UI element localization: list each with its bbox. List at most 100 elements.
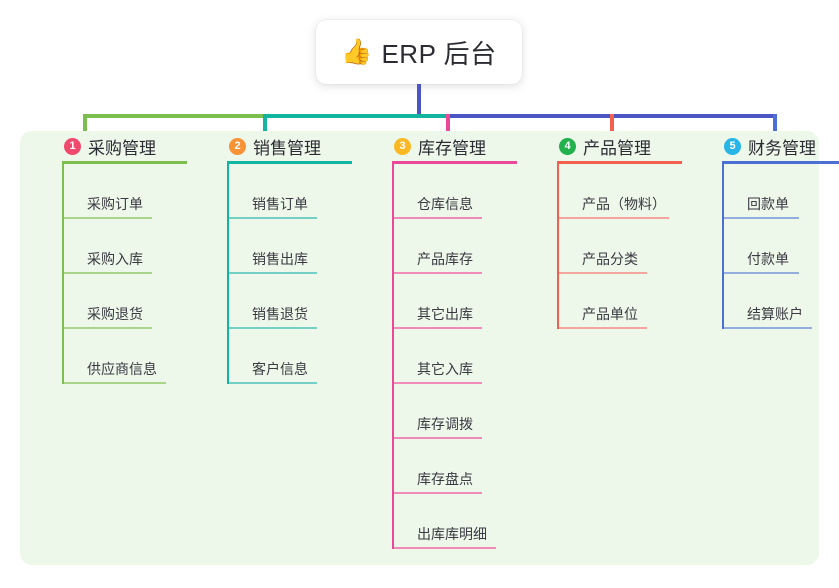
branch-item-label: 回款单 bbox=[747, 196, 789, 212]
thumbs-up-icon: 👍 bbox=[341, 37, 373, 66]
branch-item-label: 其它入库 bbox=[417, 361, 473, 377]
root-node[interactable]: 👍 ERP 后台 bbox=[316, 20, 522, 84]
branch-item-list: 产品（物料） 产品分类产品单位 bbox=[557, 164, 682, 329]
branch-item-rule bbox=[64, 382, 166, 384]
branch-number-badge: 3 bbox=[394, 137, 411, 155]
branch-column-2: 2 销售管理销售订单销售出库销售退货客户信息 bbox=[207, 131, 352, 384]
branch-item[interactable]: 销售订单 bbox=[229, 164, 352, 219]
branch-item-label: 产品库存 bbox=[417, 251, 473, 267]
branch-item-label: 供应商信息 bbox=[87, 361, 157, 377]
branch-item-rule bbox=[229, 272, 317, 274]
branch-item-label: 仓库信息 bbox=[417, 196, 473, 212]
branch-item-rule bbox=[64, 217, 152, 219]
branch-item-rule bbox=[559, 217, 669, 219]
branch-column-1: 1 采购管理采购订单采购入库采购退货供应商信息 bbox=[42, 131, 187, 384]
branch-item-label: 采购退货 bbox=[87, 306, 143, 322]
branch-item[interactable]: 回款单 bbox=[724, 164, 839, 219]
branch-drop-connector-1 bbox=[83, 114, 87, 145]
branch-item-list: 回款单付款单结算账户 bbox=[722, 164, 839, 329]
bus-segment-1 bbox=[83, 114, 263, 118]
branch-item-label: 采购订单 bbox=[87, 196, 143, 212]
branch-item-label: 库存调拨 bbox=[417, 416, 473, 432]
branch-drop-connector-4 bbox=[610, 114, 614, 145]
branch-column-5: 5 财务管理回款单付款单结算账户 bbox=[702, 131, 839, 329]
branch-item[interactable]: 采购入库 bbox=[64, 219, 187, 274]
branch-item[interactable]: 供应商信息 bbox=[64, 329, 187, 384]
branch-number-badge: 2 bbox=[229, 137, 246, 155]
branch-item[interactable]: 其它出库 bbox=[394, 274, 517, 329]
branch-spine-connector bbox=[62, 164, 64, 384]
branch-item[interactable]: 付款单 bbox=[724, 219, 839, 274]
root-node-label: ERP 后台 bbox=[381, 38, 497, 69]
branch-item-rule bbox=[724, 272, 799, 274]
branch-item-label: 产品（物料） bbox=[582, 196, 666, 212]
branch-item[interactable]: 产品库存 bbox=[394, 219, 517, 274]
branch-item[interactable]: 仓库信息 bbox=[394, 164, 517, 219]
branch-header-1[interactable]: 1 采购管理 bbox=[42, 131, 187, 161]
branch-item-rule bbox=[394, 327, 482, 329]
branch-item[interactable]: 采购订单 bbox=[64, 164, 187, 219]
branch-item[interactable]: 客户信息 bbox=[229, 329, 352, 384]
branch-item[interactable]: 产品（物料） bbox=[559, 164, 682, 219]
branches-panel: 1 采购管理采购订单采购入库采购退货供应商信息 2 销售管理销售订单销售出库销售退货客… bbox=[20, 131, 839, 565]
branch-item[interactable]: 库存调拨 bbox=[394, 384, 517, 439]
branch-item-rule bbox=[394, 492, 482, 494]
branch-item-label: 结算账户 bbox=[747, 306, 803, 322]
branch-header-3[interactable]: 3 库存管理 bbox=[372, 131, 517, 161]
branch-item[interactable]: 库存盘点 bbox=[394, 439, 517, 494]
branch-item-rule bbox=[64, 272, 152, 274]
branch-number-badge: 1 bbox=[64, 137, 81, 155]
branch-item-rule bbox=[559, 327, 647, 329]
branch-item-label: 产品分类 bbox=[582, 251, 638, 267]
branch-item-label: 产品单位 bbox=[582, 306, 638, 322]
branch-title: 产品管理 bbox=[583, 138, 651, 158]
branch-item[interactable]: 产品分类 bbox=[559, 219, 682, 274]
branch-item-label: 销售订单 bbox=[252, 196, 308, 212]
branch-title: 财务管理 bbox=[748, 138, 816, 158]
branch-item[interactable]: 结算账户 bbox=[724, 274, 839, 329]
branch-item[interactable]: 出库库明细 bbox=[394, 494, 517, 549]
branch-drop-connector-5 bbox=[773, 114, 777, 145]
branch-header-5[interactable]: 5 财务管理 bbox=[702, 131, 839, 161]
branch-spine-connector bbox=[227, 164, 229, 384]
branch-item[interactable]: 销售退货 bbox=[229, 274, 352, 329]
branch-item[interactable]: 销售出库 bbox=[229, 219, 352, 274]
branch-item-rule bbox=[394, 382, 482, 384]
branch-header-2[interactable]: 2 销售管理 bbox=[207, 131, 352, 161]
branch-drop-connector-3 bbox=[446, 114, 450, 145]
branch-item-rule bbox=[559, 272, 647, 274]
branch-spine-connector bbox=[722, 164, 724, 329]
branch-item-rule bbox=[229, 327, 317, 329]
branch-item-label: 采购入库 bbox=[87, 251, 143, 267]
branch-header-rule bbox=[62, 161, 187, 164]
branch-item-list: 销售订单销售出库销售退货客户信息 bbox=[227, 164, 352, 384]
branch-item-label: 销售退货 bbox=[252, 306, 308, 322]
branch-drop-connector-2 bbox=[263, 114, 267, 145]
branch-header-rule bbox=[722, 161, 839, 164]
branch-item[interactable]: 其它入库 bbox=[394, 329, 517, 384]
branch-item-label: 客户信息 bbox=[252, 361, 308, 377]
branch-title: 销售管理 bbox=[253, 138, 321, 158]
branch-item-rule bbox=[64, 327, 152, 329]
branch-header-rule bbox=[392, 161, 517, 164]
branch-item-rule bbox=[394, 217, 482, 219]
branch-item-list: 采购订单采购入库采购退货供应商信息 bbox=[62, 164, 187, 384]
branch-header-rule bbox=[557, 161, 682, 164]
branch-item-label: 销售出库 bbox=[252, 251, 308, 267]
branch-item-rule bbox=[229, 382, 317, 384]
branch-title: 库存管理 bbox=[418, 138, 486, 158]
branch-item-label: 付款单 bbox=[747, 251, 789, 267]
branch-item-rule bbox=[229, 217, 317, 219]
branch-item[interactable]: 采购退货 bbox=[64, 274, 187, 329]
branch-item-rule bbox=[394, 272, 482, 274]
branch-title: 采购管理 bbox=[88, 138, 156, 158]
branch-item-rule bbox=[724, 217, 799, 219]
branch-item-label: 库存盘点 bbox=[417, 471, 473, 487]
bus-segment-2 bbox=[263, 114, 446, 118]
branch-item[interactable]: 产品单位 bbox=[559, 274, 682, 329]
branch-spine-connector bbox=[557, 164, 559, 329]
branch-number-badge: 5 bbox=[724, 137, 741, 155]
branch-item-label: 出库库明细 bbox=[417, 526, 487, 542]
